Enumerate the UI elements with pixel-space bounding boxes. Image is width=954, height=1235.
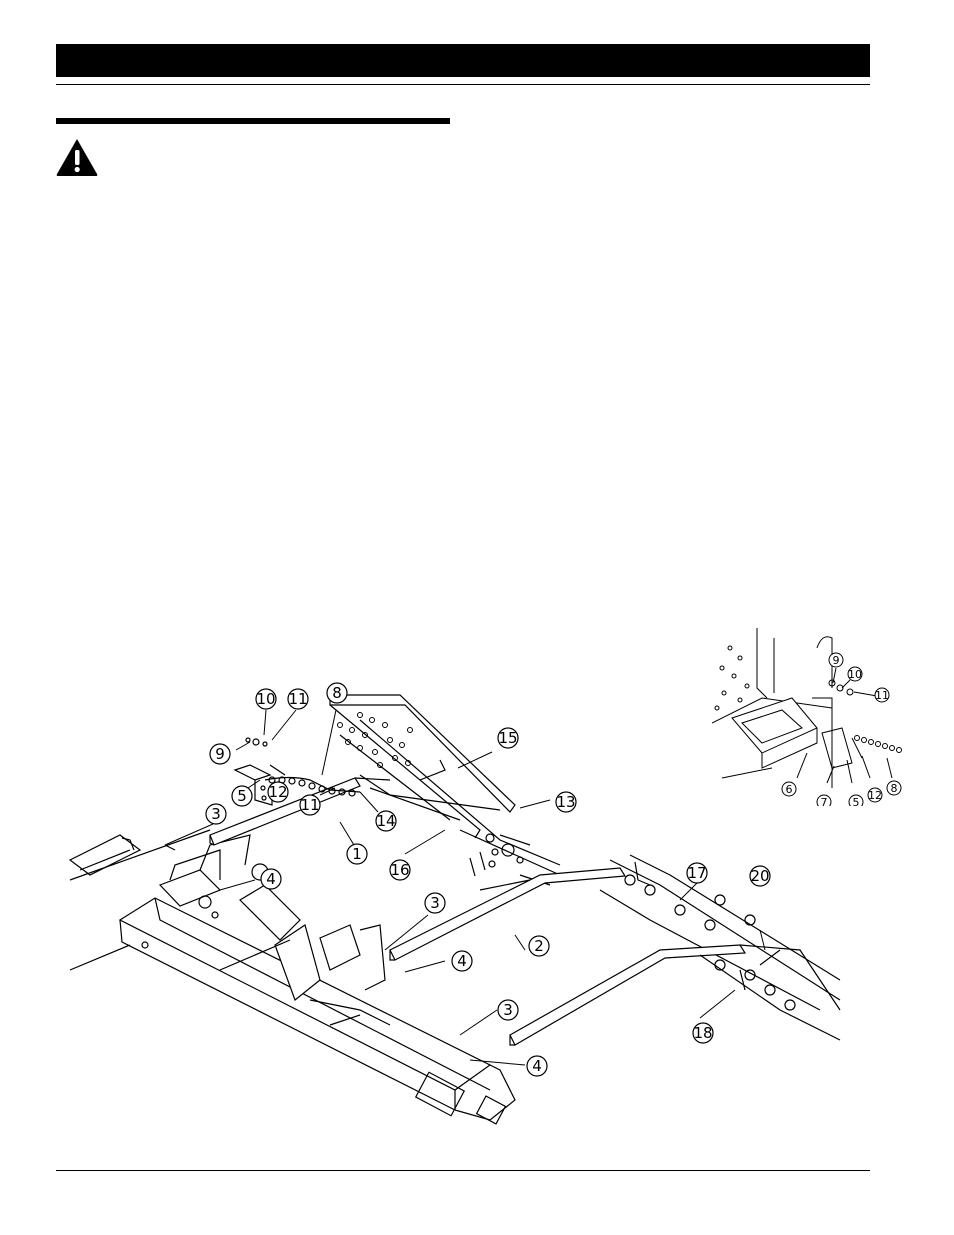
svg-text:12: 12 bbox=[868, 789, 882, 802]
callout-1: 1 bbox=[346, 843, 368, 865]
leader-lines bbox=[164, 709, 766, 1066]
inset-callout-5: 5 bbox=[848, 794, 864, 806]
inset-callout-8: 8 bbox=[886, 780, 902, 796]
svg-text:12: 12 bbox=[268, 783, 287, 801]
inset-leaders bbox=[796, 667, 893, 784]
warning-triangle-icon bbox=[56, 139, 98, 176]
svg-text:3: 3 bbox=[503, 1001, 513, 1019]
inset-frame bbox=[712, 628, 902, 788]
svg-text:10: 10 bbox=[848, 668, 862, 681]
callout-17: 15 bbox=[497, 727, 519, 749]
svg-text:4: 4 bbox=[457, 952, 467, 970]
callout-13: 11 bbox=[299, 794, 321, 816]
callouts: 10 11 8 9 15 13 11 5 12 14 1 16 3 4 3 4 … bbox=[205, 682, 771, 1077]
callout-10: 10 bbox=[255, 688, 277, 710]
svg-text:6: 6 bbox=[786, 783, 793, 796]
callout-3c: 3 bbox=[497, 999, 519, 1021]
svg-text:11: 11 bbox=[300, 796, 319, 814]
svg-text:15: 15 bbox=[498, 729, 517, 747]
svg-text:20: 20 bbox=[750, 867, 769, 885]
callout-4b: 4 bbox=[451, 950, 473, 972]
svg-text:4: 4 bbox=[266, 870, 276, 888]
tine-bar bbox=[329, 694, 561, 886]
inset-callout-7: 7 bbox=[816, 794, 832, 806]
header-bar bbox=[56, 44, 870, 77]
svg-text:5: 5 bbox=[237, 787, 247, 805]
svg-text:17: 17 bbox=[687, 864, 706, 882]
arm-2 bbox=[389, 854, 841, 1011]
inset-detail-diagram: 9 10 11 6 7 5 12 8 bbox=[712, 628, 902, 806]
svg-text:11: 11 bbox=[288, 690, 307, 708]
callout-11: 11 bbox=[287, 688, 309, 710]
inset-callout-9: 9 bbox=[828, 652, 844, 668]
callout-4c: 4 bbox=[526, 1055, 548, 1077]
svg-text:9: 9 bbox=[833, 654, 840, 667]
svg-text:14: 14 bbox=[376, 812, 395, 830]
parts-exploded-diagram: 10 11 8 9 15 13 11 5 12 14 1 16 3 4 3 4 … bbox=[68, 682, 841, 1125]
svg-text:3: 3 bbox=[430, 894, 440, 912]
svg-text:7: 7 bbox=[821, 796, 828, 806]
svg-text:8: 8 bbox=[332, 684, 342, 702]
callout-18: 17 bbox=[686, 862, 708, 884]
footer-rule bbox=[56, 1170, 870, 1171]
svg-text:9: 9 bbox=[215, 745, 225, 763]
inset-callout-6: 6 bbox=[781, 781, 797, 797]
callout-12: 12 bbox=[267, 781, 289, 803]
inset-callout-10: 10 bbox=[847, 666, 863, 682]
callout-8: 8 bbox=[326, 682, 348, 704]
callout-3b: 3 bbox=[424, 892, 446, 914]
tine-dots bbox=[337, 712, 413, 768]
callout-16: 16 bbox=[389, 859, 411, 881]
svg-text:1: 1 bbox=[352, 845, 362, 863]
inset-callouts: 9 10 11 6 7 5 12 8 bbox=[781, 652, 902, 806]
arm-3 bbox=[509, 944, 841, 1046]
svg-text:11: 11 bbox=[875, 689, 889, 702]
inset-callout-12: 12 bbox=[867, 787, 883, 803]
inset-callout-11: 11 bbox=[874, 687, 890, 703]
svg-text:4: 4 bbox=[532, 1057, 542, 1075]
callout-19: 18 bbox=[692, 1022, 714, 1044]
callout-4a: 4 bbox=[260, 868, 282, 890]
svg-text:2: 2 bbox=[534, 937, 544, 955]
callout-14: 14 bbox=[375, 810, 397, 832]
callout-3a: 3 bbox=[205, 803, 227, 825]
hitch-frame bbox=[68, 829, 516, 1125]
svg-text:3: 3 bbox=[211, 805, 221, 823]
section-heading-bar bbox=[56, 118, 450, 124]
svg-text:18: 18 bbox=[693, 1024, 712, 1042]
svg-text:10: 10 bbox=[256, 690, 275, 708]
callout-15: 13 bbox=[555, 791, 577, 813]
svg-text:13: 13 bbox=[556, 793, 575, 811]
header-rule bbox=[56, 84, 870, 85]
callout-5: 5 bbox=[231, 785, 253, 807]
svg-text:16: 16 bbox=[390, 861, 409, 879]
svg-text:5: 5 bbox=[853, 796, 860, 806]
callout-9: 9 bbox=[209, 743, 231, 765]
callout-20: 20 bbox=[749, 865, 771, 887]
svg-text:8: 8 bbox=[891, 782, 898, 795]
callout-2: 2 bbox=[528, 935, 550, 957]
